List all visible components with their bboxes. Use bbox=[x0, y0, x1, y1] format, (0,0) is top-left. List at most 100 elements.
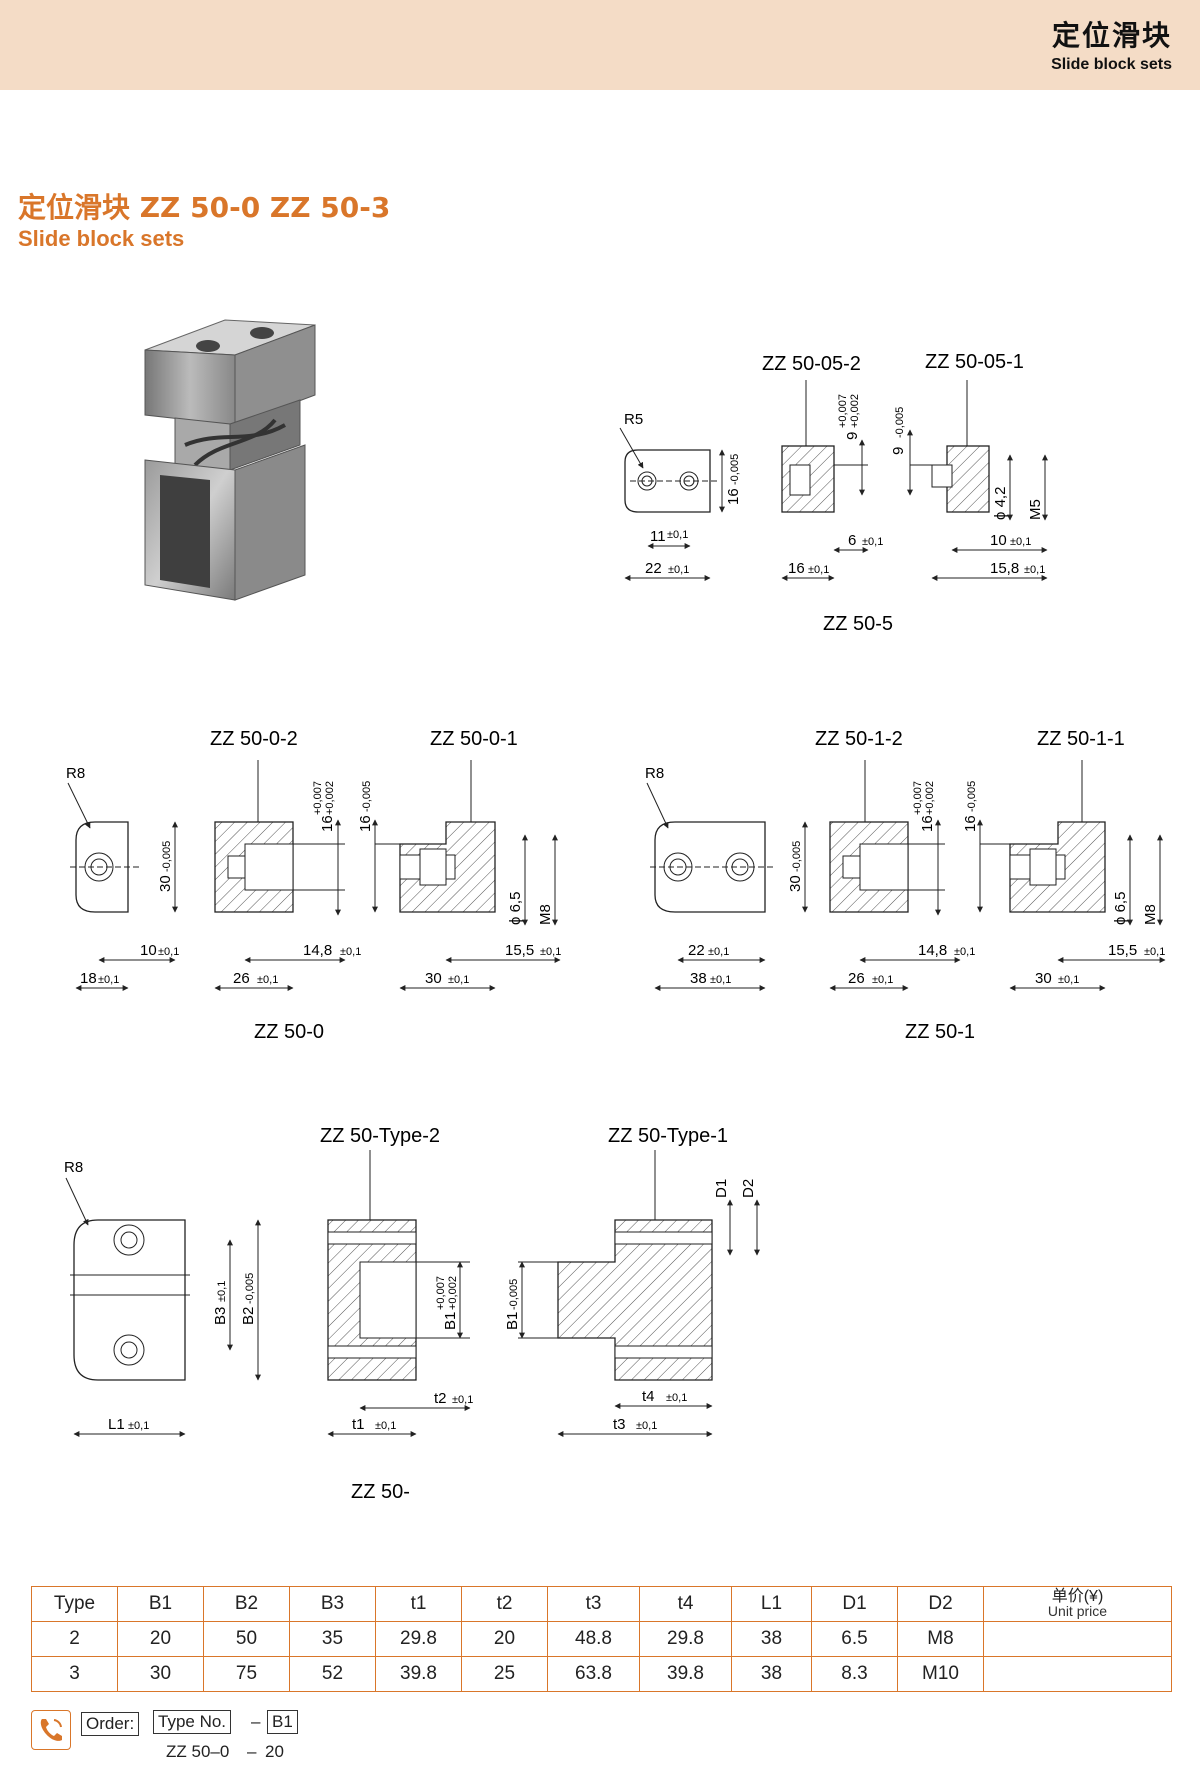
svg-text:±0,1: ±0,1 bbox=[448, 974, 469, 986]
table-cell: 75 bbox=[203, 1656, 290, 1692]
svg-text:±0,1: ±0,1 bbox=[452, 1394, 473, 1406]
svg-text:14,8: 14,8 bbox=[303, 942, 332, 959]
svg-text:+0,002: +0,002 bbox=[849, 394, 861, 428]
svg-text:-0,005: -0,005 bbox=[894, 407, 906, 438]
table-cell: 35 bbox=[289, 1621, 376, 1657]
svg-text:±0,1: ±0,1 bbox=[540, 946, 561, 958]
svg-text:-0,005: -0,005 bbox=[361, 781, 373, 812]
svg-text:30: 30 bbox=[1035, 970, 1052, 987]
svg-text:±0,1: ±0,1 bbox=[872, 974, 893, 986]
header-title-zh: 定位滑块 bbox=[1051, 19, 1172, 52]
svg-text:+0,002: +0,002 bbox=[324, 781, 336, 815]
svg-text:±0,1: ±0,1 bbox=[667, 529, 688, 541]
spec-table-wrap: Type B1 B2 B3 t1 t2 t3 t4 L1 D1 D2 单价(¥)… bbox=[31, 1586, 1172, 1692]
svg-text:ϕ 4,2: ϕ 4,2 bbox=[992, 487, 1009, 520]
section-subtitle: Slide block sets bbox=[18, 226, 185, 251]
svg-text:±0,1: ±0,1 bbox=[1024, 564, 1045, 576]
svg-text:10: 10 bbox=[140, 942, 157, 959]
svg-text:R8: R8 bbox=[64, 1159, 83, 1176]
svg-text:B2: B2 bbox=[240, 1307, 257, 1325]
column-header: B1 bbox=[117, 1586, 204, 1622]
drawing-zz50-type: ZZ 50-Type-2 ZZ 50-Type-1 ZZ 50- R8 B3 ±… bbox=[64, 1125, 760, 1503]
column-header: D1 bbox=[811, 1586, 898, 1622]
table-cell-price bbox=[983, 1621, 1172, 1657]
drawing-zz50-1: ZZ 50-1-2 ZZ 50-1-1 ZZ 50-1 R8 30 -0,005… bbox=[645, 728, 1166, 1043]
svg-text:-0,005: -0,005 bbox=[244, 1273, 256, 1304]
column-header: t4 bbox=[639, 1586, 732, 1622]
svg-text:±0,1: ±0,1 bbox=[1010, 536, 1031, 548]
table-cell: 2 bbox=[31, 1621, 118, 1657]
example-type: ZZ 50–0 bbox=[166, 1742, 230, 1761]
column-header: B3 bbox=[289, 1586, 376, 1622]
order-label: Order: bbox=[81, 1712, 140, 1736]
table-cell: M8 bbox=[897, 1621, 984, 1657]
svg-text:16: 16 bbox=[919, 815, 936, 832]
b1-label: B1 bbox=[267, 1710, 298, 1734]
svg-text:±0,1: ±0,1 bbox=[954, 946, 975, 958]
svg-text:+0,007: +0,007 bbox=[312, 781, 324, 815]
column-header: B2 bbox=[203, 1586, 290, 1622]
svg-text:30: 30 bbox=[787, 875, 804, 892]
column-header: L1 bbox=[731, 1586, 812, 1622]
table-row: 2 20 50 35 29.8 20 48.8 29.8 38 6.5 M8 bbox=[31, 1621, 1172, 1657]
svg-text:10: 10 bbox=[990, 532, 1007, 549]
table-row: 3 30 75 52 39.8 25 63.8 39.8 38 8.3 M10 bbox=[31, 1656, 1172, 1692]
product-photo bbox=[144, 319, 316, 601]
svg-text:±0,1: ±0,1 bbox=[375, 1420, 396, 1432]
header-band bbox=[0, 0, 1200, 90]
svg-text:B1: B1 bbox=[504, 1312, 521, 1330]
svg-text:15,8: 15,8 bbox=[990, 560, 1019, 577]
table-cell: 48.8 bbox=[547, 1621, 640, 1657]
table-cell: 63.8 bbox=[547, 1656, 640, 1692]
svg-text:ϕ 6,5: ϕ 6,5 bbox=[1112, 892, 1129, 925]
svg-text:±0,1: ±0,1 bbox=[340, 946, 361, 958]
part-label: ZZ 50-0-1 bbox=[430, 728, 518, 750]
phone-icon bbox=[31, 1710, 71, 1750]
column-header-price: 单价(¥) Unit price bbox=[983, 1586, 1172, 1622]
table-cell: M10 bbox=[897, 1656, 984, 1692]
svg-text:26: 26 bbox=[848, 970, 865, 987]
part-label: ZZ 50-1-1 bbox=[1037, 728, 1125, 750]
table-cell: 6.5 bbox=[811, 1621, 898, 1657]
order-example: Order: Type No. – B1 ZZ 50–0 – 20 bbox=[31, 1702, 431, 1772]
svg-text:±0,1: ±0,1 bbox=[708, 946, 729, 958]
svg-text:9: 9 bbox=[890, 447, 907, 455]
caption: ZZ 50-1 bbox=[905, 1021, 975, 1043]
svg-text:-0,005: -0,005 bbox=[791, 841, 803, 872]
svg-text:±0,1: ±0,1 bbox=[128, 1420, 149, 1432]
svg-text:t1: t1 bbox=[352, 1416, 365, 1433]
svg-text:B1: B1 bbox=[442, 1312, 459, 1330]
column-header: t2 bbox=[461, 1586, 548, 1622]
svg-text:26: 26 bbox=[233, 970, 250, 987]
table-cell: 38 bbox=[731, 1656, 812, 1692]
part-label: ZZ 50-Type-1 bbox=[608, 1125, 728, 1147]
svg-text:38: 38 bbox=[690, 970, 707, 987]
svg-text:+0,007: +0,007 bbox=[435, 1276, 447, 1310]
table-cell: 30 bbox=[117, 1656, 204, 1692]
caption: ZZ 50-0 bbox=[254, 1021, 324, 1043]
drawing-zz50-5: ZZ 50-05-2 ZZ 50-05-1 ZZ 50-5 R5 16 -0,0… bbox=[619, 351, 1048, 635]
svg-text:ϕ 6,5: ϕ 6,5 bbox=[507, 892, 524, 925]
svg-text:16: 16 bbox=[962, 815, 979, 832]
drawing-zz50-0: ZZ 50-0-2 ZZ 50-0-1 ZZ 50-0 R8 30 -0,005… bbox=[66, 728, 561, 1043]
svg-text:B3: B3 bbox=[212, 1307, 229, 1325]
table-cell: 39.8 bbox=[375, 1656, 462, 1692]
svg-text:+0,007: +0,007 bbox=[837, 394, 849, 428]
separator-dash: – bbox=[251, 1712, 261, 1731]
svg-text:+0,002: +0,002 bbox=[447, 1276, 459, 1310]
svg-text:±0,1: ±0,1 bbox=[1144, 946, 1165, 958]
table-cell-price bbox=[983, 1656, 1172, 1692]
svg-text:±0,1: ±0,1 bbox=[636, 1420, 657, 1432]
svg-text:-0,005: -0,005 bbox=[161, 841, 173, 872]
svg-text:18: 18 bbox=[80, 970, 97, 987]
svg-text:±0,1: ±0,1 bbox=[862, 536, 883, 548]
table-cell: 29.8 bbox=[639, 1621, 732, 1657]
example-b1: 20 bbox=[265, 1742, 284, 1761]
svg-text:16: 16 bbox=[357, 815, 374, 832]
svg-text:L1: L1 bbox=[108, 1416, 125, 1433]
svg-text:6: 6 bbox=[848, 532, 856, 549]
spec-table: Type B1 B2 B3 t1 t2 t3 t4 L1 D1 D2 单价(¥)… bbox=[31, 1586, 1172, 1692]
svg-text:16: 16 bbox=[788, 560, 805, 577]
table-header-row: Type B1 B2 B3 t1 t2 t3 t4 L1 D1 D2 单价(¥)… bbox=[31, 1586, 1172, 1622]
table-cell: 52 bbox=[289, 1656, 376, 1692]
